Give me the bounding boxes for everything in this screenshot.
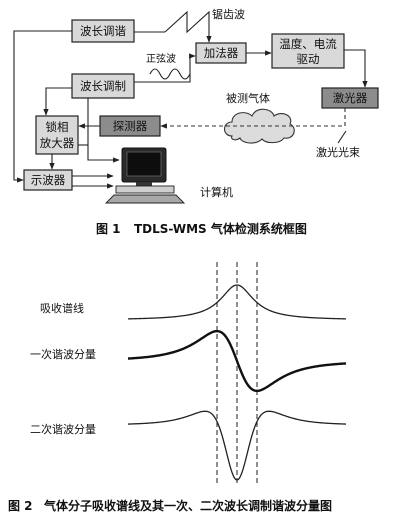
absorption-line-curve: [127, 284, 347, 320]
sawtooth-wave-icon: [164, 10, 212, 43]
block-wavelength-tuning-label: 波长调谐: [80, 24, 126, 38]
figure-2-harmonics: 吸收谱线 一次谐波分量 二次谐波分量 图 2 气体分子吸收谱线及其一次、二次波长…: [8, 262, 347, 513]
block-driver-label-line2: 驱动: [297, 52, 320, 66]
block-oscilloscope-label: 示波器: [31, 173, 66, 187]
computer-icon: [104, 147, 186, 204]
block-oscilloscope: 示波器: [23, 169, 73, 191]
label-absorption-line: 吸收谱线: [40, 301, 84, 315]
block-adder-label: 加法器: [204, 46, 239, 60]
block-adder: 加法器: [195, 42, 247, 64]
label-gas-under-test: 被测气体: [226, 91, 270, 105]
figure-2-caption-text: 气体分子吸收谱线及其一次、二次波长调制谐波分量图: [43, 498, 332, 513]
block-detector: 探测器: [99, 115, 161, 137]
label-sine: 正弦波: [146, 52, 176, 65]
label-laser-beam: 激光光束: [316, 145, 360, 159]
figure-1-caption-text: TDLS-WMS 气体检测系统框图: [134, 221, 307, 236]
block-wavelength-modulation-label: 波长调制: [80, 79, 126, 93]
block-detector-label: 探测器: [113, 119, 148, 133]
block-lockin-label-line1: 锁相: [46, 120, 69, 134]
block-wavelength-modulation: 波长调制: [71, 73, 135, 99]
wire-modulation-to-adder: [134, 53, 196, 83]
label-sawtooth: 锯齿波: [212, 7, 245, 21]
block-driver-label-line1: 温度、电流: [279, 37, 337, 51]
figure-1-caption-label: 图 1: [96, 222, 121, 236]
wire-modulation-to-lockin: [43, 87, 72, 116]
label-first-harmonic: 一次谐波分量: [30, 347, 96, 361]
wire-driver-to-laser: [344, 49, 368, 88]
wire-modulation-to-computer: [87, 98, 120, 163]
wire-tuning-to-oscilloscope: [13, 30, 72, 183]
block-driver: 温度、电流 驱动: [271, 33, 345, 69]
beam-label-leader: [337, 130, 347, 144]
first-harmonic-curve: [127, 329, 347, 393]
figure-1-block-diagram: 波长调谐 加法器 温度、电流 驱动 波长调制 激光器 探测器 锁相 放大器: [13, 7, 379, 236]
cloud-icon: [223, 108, 295, 144]
sine-wave-icon: [149, 68, 191, 80]
block-lockin-amplifier: 锁相 放大器: [35, 115, 79, 155]
figure-2-caption-label: 图 2: [8, 499, 33, 513]
label-computer: 计算机: [200, 185, 233, 199]
block-wavelength-tuning: 波长调谐: [71, 19, 135, 43]
block-laser: 激光器: [321, 87, 379, 109]
laser-beam-path: [160, 108, 346, 129]
second-harmonic-curve: [127, 410, 347, 481]
label-second-harmonic: 二次谐波分量: [30, 422, 96, 436]
block-laser-label: 激光器: [333, 91, 368, 105]
block-lockin-label-line2: 放大器: [40, 136, 75, 150]
